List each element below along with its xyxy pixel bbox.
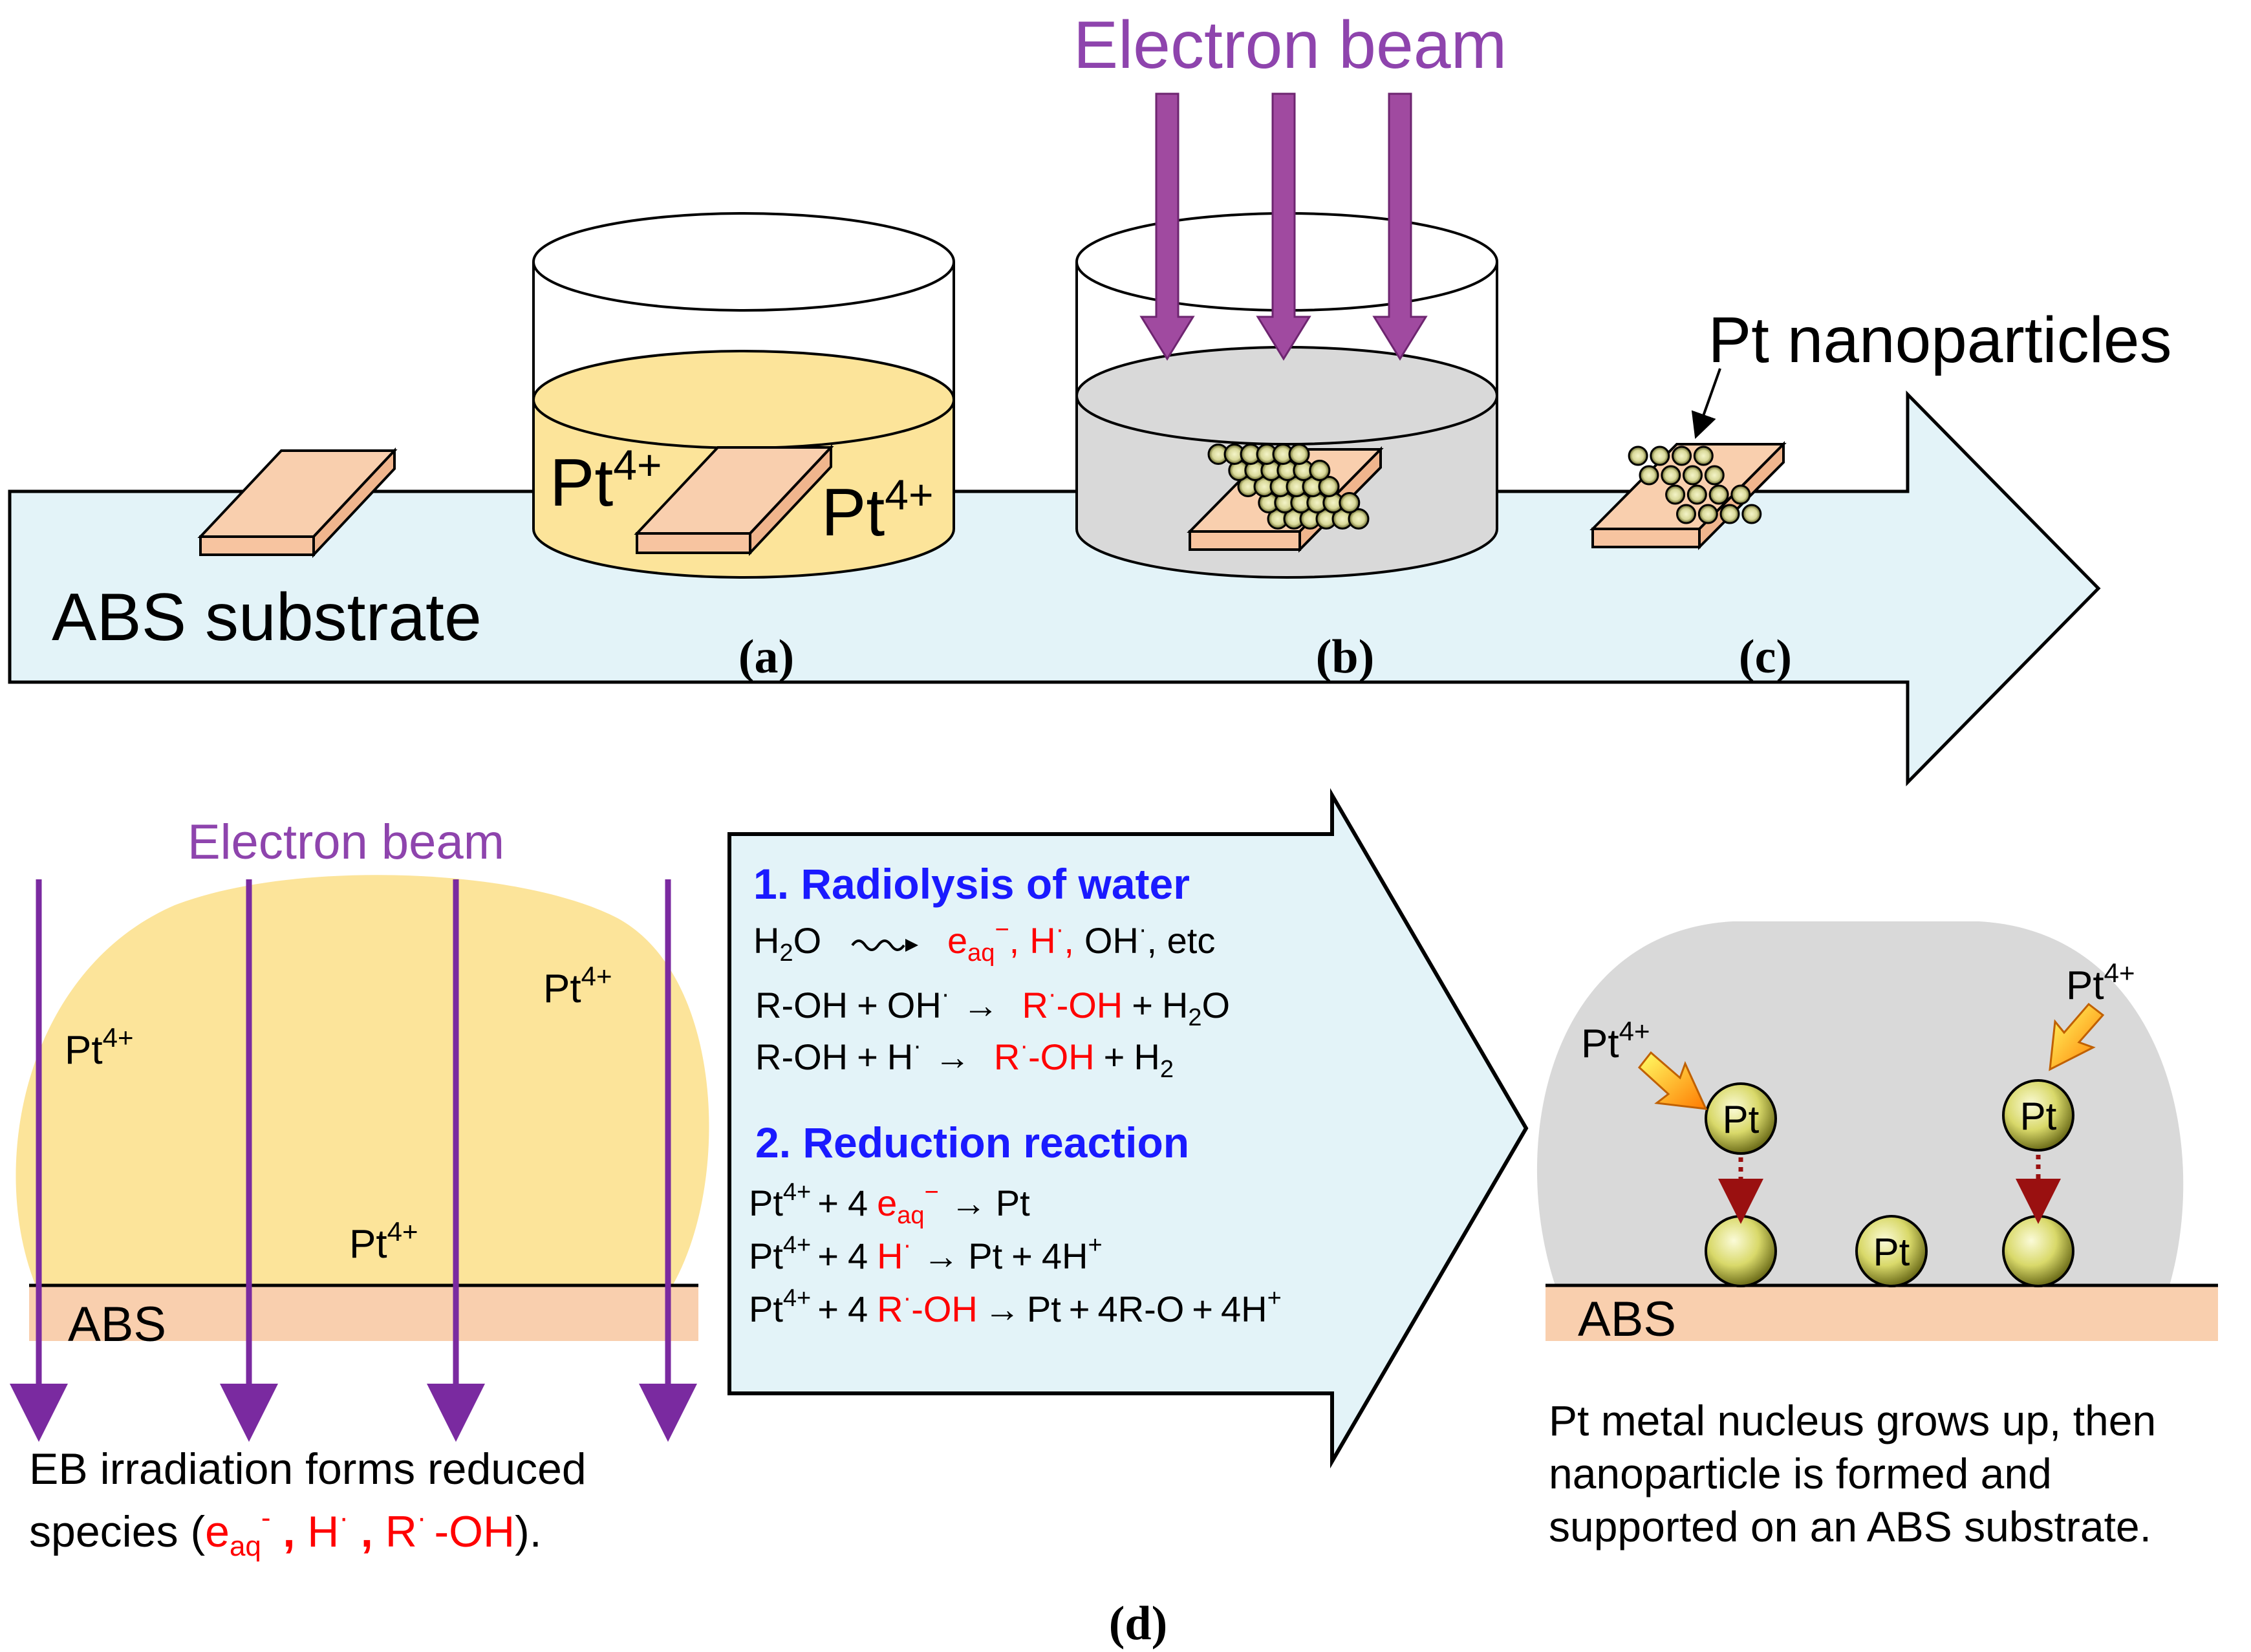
nanoparticle-dot: [1348, 508, 1370, 530]
nanoparticle-dot: [1719, 504, 1740, 524]
pt-ion-label-a1: Pt4+: [550, 441, 662, 520]
panel-label-c: (c): [1739, 630, 1792, 683]
ion-arrow-1: [1637, 1051, 1708, 1110]
nanoparticle-cluster-b: [1207, 444, 1370, 530]
electron-beam-label-top: Electron beam: [1073, 8, 1507, 83]
pt-nucleus-2: [2002, 1079, 2074, 1152]
abs-substrate-in-solution: [634, 444, 834, 557]
pt-ion-left-2: Pt4+: [543, 961, 612, 1011]
pt-nanoparticles-label: Pt nanoparticles: [1708, 304, 2171, 376]
right-caption-line1: Pt metal nucleus grows up, then: [1549, 1397, 2156, 1444]
pointer-arrow: [1691, 368, 1721, 439]
pt-nucleus-1: [1705, 1082, 1777, 1155]
left-caption-line1: EB irradiation forms reduced: [29, 1444, 587, 1494]
pt-ion-left-3: Pt4+: [349, 1216, 418, 1267]
panel-label-a: (a): [738, 630, 794, 683]
abs-substrate-label: ABS substrate: [52, 580, 482, 655]
electron-beam-arrows-left: [10, 879, 697, 1442]
pt-ion-label-a2: Pt4+: [821, 471, 934, 550]
pt-particle-supported-2-label: Pt: [1873, 1230, 1910, 1274]
pt-ion-right-1: Pt4+: [1581, 1016, 1650, 1066]
heading-radiolysis: 1. Radiolysis of water: [753, 860, 1190, 908]
left-caption-line2: species (eaq- , H· , R·-OH).: [29, 1502, 542, 1562]
nanoparticle-dot: [1730, 484, 1751, 505]
pt-particle-supported-1: [1705, 1215, 1777, 1287]
nanoparticle-dot: [1665, 484, 1686, 505]
nanoparticle-dot: [1683, 465, 1703, 486]
pt-nucleus-1-label: Pt: [1723, 1098, 1760, 1141]
solution-drop-left: [16, 875, 709, 1285]
nanoparticle-dot: [1339, 492, 1361, 513]
nanoparticle-cluster-c: [1628, 445, 1762, 524]
pt-particle-supported-3: [2002, 1215, 2074, 1287]
process-arrow: [8, 390, 2101, 787]
panel-label-d: (d): [1109, 1597, 1167, 1650]
pt-ion-right-2: Pt4+: [2066, 958, 2135, 1008]
eq-roh-h: R-OH+H·→R·-OH+H2: [755, 1033, 1174, 1083]
right-caption-line2: nanoparticle is formed and: [1549, 1450, 2052, 1497]
eq-radiolysis-products: eaq−,H·,OH·, etc: [947, 916, 1215, 967]
nanoparticle-dot: [1708, 484, 1729, 505]
electron-beam-arrows-top: [1139, 92, 1428, 361]
wavy-arrow: [851, 939, 905, 951]
panel-label-b: (b): [1316, 630, 1374, 683]
eq-roh-oh: R-OH+OH·→R·-OH+H2O: [755, 981, 1230, 1031]
nanoparticle-dot: [1628, 445, 1648, 466]
electron-beam-label-left: Electron beam: [188, 815, 504, 870]
nanoparticle-dot: [1318, 476, 1340, 497]
abs-substrate-left: [29, 1285, 698, 1341]
nanoparticle-dot: [1650, 445, 1670, 466]
nanoparticle-dot: [1288, 444, 1310, 465]
wavy-arrow-head: [905, 939, 918, 952]
abs-label-left: ABS: [68, 1297, 166, 1352]
abs-label-right: ABS: [1578, 1292, 1676, 1347]
right-caption-line3: supported on an ABS substrate.: [1549, 1503, 2151, 1550]
heading-reduction: 2. Reduction reaction: [755, 1119, 1189, 1166]
reaction-arrow: [727, 788, 1529, 1469]
nanoparticle-dot: [1704, 465, 1725, 486]
eq-radiolysis: H2O: [753, 920, 821, 967]
nanoparticle-dot: [1697, 504, 1718, 524]
pt-ion-left-1: Pt4+: [65, 1022, 133, 1073]
nanoparticle-dot: [1309, 460, 1331, 481]
abs-substrate-plate: [197, 447, 398, 559]
nanoparticle-dot: [1672, 445, 1692, 466]
pt-nucleus-2-label: Pt: [2020, 1095, 2057, 1138]
pt-particle-supported-2: [1855, 1215, 1928, 1287]
ion-arrow-2: [2049, 1002, 2105, 1071]
nanoparticle-dot: [1639, 465, 1659, 486]
substrate-with-nanoparticles-c: [1589, 441, 1787, 550]
abs-substrate-right: [1546, 1285, 2218, 1341]
beaker-a: [532, 212, 955, 579]
nanoparticle-dot: [1676, 504, 1696, 524]
nanoparticle-dot: [1661, 465, 1681, 486]
nanoparticle-dot: [1686, 484, 1707, 505]
nanoparticle-dot: [1741, 504, 1762, 524]
nanoparticle-dot: [1693, 445, 1714, 466]
